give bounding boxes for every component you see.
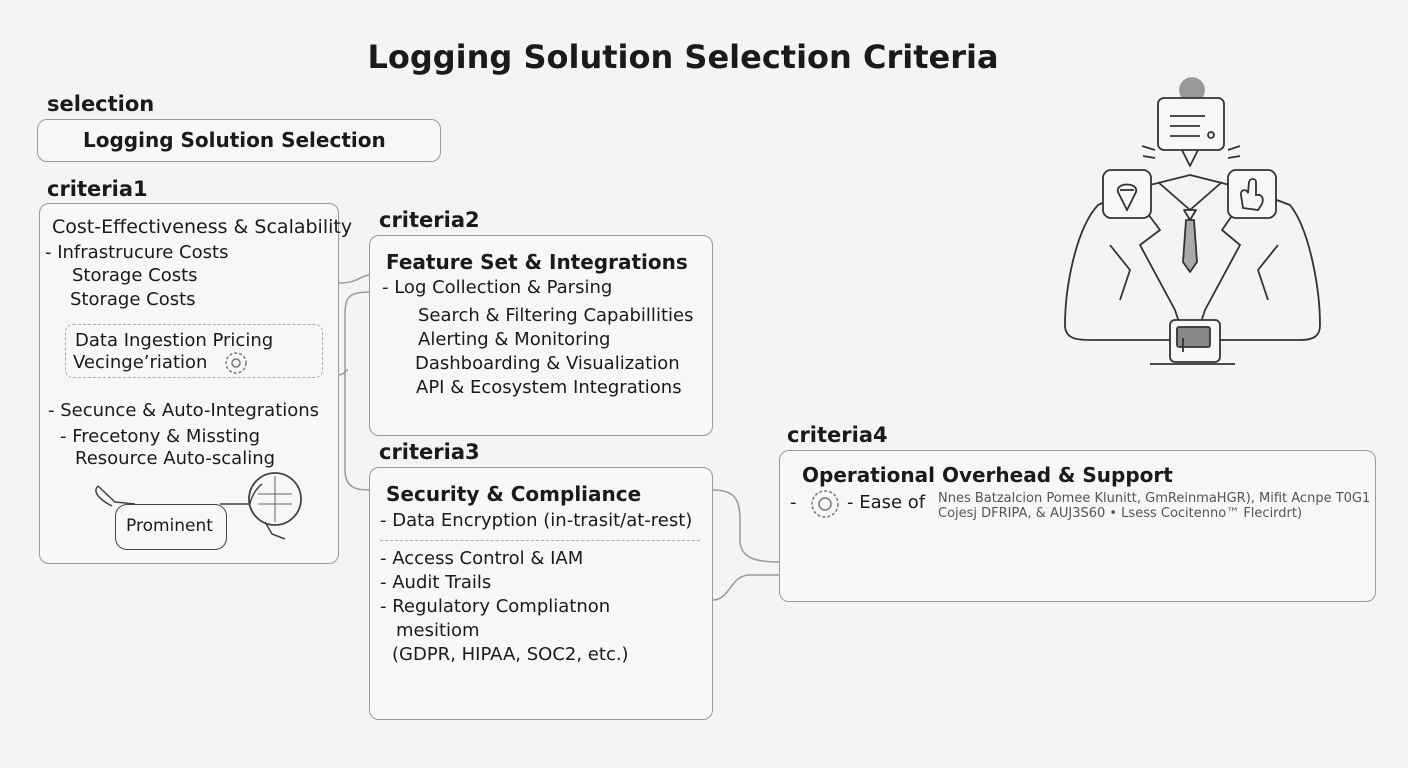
criteria1-line: Storage Costs xyxy=(70,289,196,310)
criteria3-line: - Regulatory Compliatnon xyxy=(380,596,611,617)
criteria3-line: mesitiom xyxy=(396,620,480,641)
criteria3-box: Security & Compliance - Data Encryption … xyxy=(369,467,713,720)
criteria3-line: - Access Control & IAM xyxy=(380,548,584,569)
prominent-callout: Prominent xyxy=(115,504,227,550)
selection-label: selection xyxy=(47,92,155,116)
criteria1-dashed-line: Data Ingestion Pricing xyxy=(75,330,274,351)
criteria4-heading: Operational Overhead & Support xyxy=(802,463,1173,487)
criteria1-line: - Frecetony & Missting xyxy=(60,426,261,447)
selection-box-text: Logging Solution Selection xyxy=(83,128,386,152)
criteria2-heading: Feature Set & Integrations xyxy=(386,250,688,274)
criteria1-label: criteria1 xyxy=(47,177,148,201)
criteria3-line: - Audit Trails xyxy=(380,572,492,593)
criteria1-dashed-line: Vecinge’riation xyxy=(73,352,208,373)
criteria4-fine-print: Cojesj DFRIPA, & AUJ3S60 • Lsess Cociten… xyxy=(938,506,1303,521)
criteria3-line: - Data Encryption (in-trasit/at-rest) xyxy=(380,510,693,531)
criteria2-line: Alerting & Monitoring xyxy=(418,329,611,350)
lock-shield-icon xyxy=(95,472,302,540)
criteria2-label: criteria2 xyxy=(379,208,480,232)
callout-text: Prominent xyxy=(126,516,213,536)
criteria4-line: - Ease of xyxy=(847,492,926,513)
criteria1-dashed-group: Data Ingestion Pricing Vecinge’riation xyxy=(65,324,323,378)
criteria3-heading: Security & Compliance xyxy=(386,482,642,506)
criteria4-line-prefix: - xyxy=(790,492,797,513)
criteria1-box: Cost-Effectiveness & Scalability - Infra… xyxy=(39,203,352,564)
criteria3-label: criteria3 xyxy=(379,440,480,464)
criteria2-line: Search & Filtering Capabillities xyxy=(418,305,694,326)
criteria3-line: (GDPR, HIPAA, SOC2, etc.) xyxy=(392,644,629,665)
selection-box: Logging Solution Selection xyxy=(37,119,441,162)
criteria3-divider xyxy=(380,540,700,541)
criteria2-line: - Log Collection & Parsing xyxy=(382,277,613,298)
criteria1-line: Resource Auto-scaling xyxy=(75,448,276,469)
criteria1-line: - Secunce & Auto-Integrations xyxy=(48,400,320,421)
criteria2-box: Feature Set & Integrations - Log Collect… xyxy=(369,235,713,436)
criteria4-box: Operational Overhead & Support - - Ease … xyxy=(779,450,1376,602)
criteria1-heading: Cost-Effectiveness & Scalability xyxy=(52,216,353,238)
criteria4-label: criteria4 xyxy=(787,423,888,447)
diagram-title: Logging Solution Selection Criteria xyxy=(367,38,999,76)
criteria4-fine-print: Nnes Batzalcion Pomee Klunitt, GmReinmaH… xyxy=(938,491,1371,506)
criteria1-line: Storage Costs xyxy=(72,265,198,286)
criteria2-line: Dashboarding & Visualization xyxy=(415,353,680,374)
gear-icon xyxy=(225,352,247,374)
criteria1-line: - Infrastrucure Costs xyxy=(45,242,229,263)
gear-icon xyxy=(811,490,839,518)
criteria2-line: API & Ecosystem Integrations xyxy=(416,377,682,398)
